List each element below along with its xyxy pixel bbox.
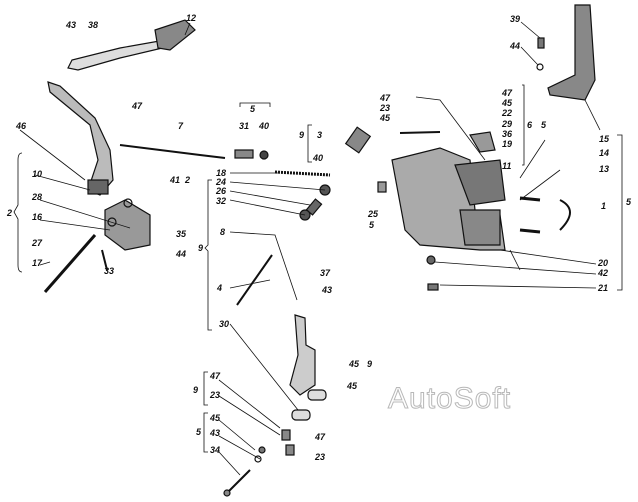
callout: 9	[198, 243, 204, 253]
callout: 21	[598, 283, 609, 293]
callout: 35	[176, 229, 187, 239]
callout: 8	[220, 227, 226, 237]
callout: 27	[32, 238, 43, 248]
callout: 47	[380, 93, 391, 103]
callout: 36	[502, 129, 513, 139]
callout: 25	[368, 209, 379, 219]
callout: 18	[216, 168, 227, 178]
callout: 45	[349, 359, 360, 369]
callout: 43	[322, 285, 333, 295]
callout: 30	[219, 319, 230, 329]
callout: 47	[315, 432, 326, 442]
pump-body	[391, 147, 506, 251]
callout: 5	[250, 104, 256, 114]
callout: 9	[193, 385, 199, 395]
callout: 5	[541, 120, 547, 130]
callout: 23	[380, 103, 391, 113]
callout: 29	[502, 119, 513, 129]
callout: 4	[217, 283, 223, 293]
callout: 42	[598, 268, 609, 278]
watermark: AutoSoft	[387, 382, 512, 416]
callout: 37	[320, 268, 331, 278]
callout: 14	[599, 148, 610, 158]
callout: 23	[315, 452, 326, 462]
callout: 5	[196, 427, 202, 437]
callout: 23	[210, 390, 221, 400]
callout: 12	[186, 13, 197, 23]
mount-bracket	[547, 4, 596, 101]
lever	[289, 314, 327, 421]
callout: 16	[32, 212, 43, 222]
pedal	[47, 19, 196, 196]
group-braces	[13, 84, 623, 453]
callout: 26	[216, 186, 227, 196]
callout: 43	[210, 428, 221, 438]
callout: 40	[313, 153, 324, 163]
callout: 10	[32, 169, 43, 179]
callout: 11	[502, 161, 512, 171]
callout: 47	[132, 101, 143, 111]
callout: 13	[599, 164, 610, 174]
callout: 2	[185, 175, 191, 185]
shaft	[43, 234, 97, 293]
callout: 46	[16, 121, 27, 131]
callout: 20	[598, 258, 609, 268]
callout: 6	[527, 120, 533, 130]
callout: 47	[210, 371, 221, 381]
callout: 39	[510, 14, 521, 24]
rod	[119, 144, 226, 159]
callout: 40	[259, 121, 270, 131]
callout: 22	[502, 108, 513, 118]
callout: 9	[367, 359, 373, 369]
callout: 2	[7, 208, 13, 218]
callout: 19	[502, 139, 513, 149]
callout: 45	[380, 113, 391, 123]
callout: 5	[369, 220, 375, 230]
callout: 45	[210, 413, 221, 423]
callout: 15	[599, 134, 610, 144]
callout: 43	[66, 20, 77, 30]
callout: 7	[178, 121, 184, 131]
callout: 31	[239, 121, 250, 131]
callout: 33	[104, 266, 115, 276]
callout: 3	[317, 130, 323, 140]
callout: 5	[626, 197, 632, 207]
bracket	[104, 198, 151, 251]
callout: 1	[601, 201, 607, 211]
callout: 47	[502, 88, 513, 98]
callout: 44	[176, 249, 187, 259]
callout: 32	[216, 196, 227, 206]
callout: 24	[216, 177, 227, 187]
callout: 9	[299, 130, 305, 140]
callout: 17	[32, 258, 43, 268]
callout: 41	[170, 175, 181, 185]
callout: 45	[502, 98, 513, 108]
leader-lines	[19, 21, 601, 476]
callout: 28	[32, 192, 43, 202]
callout: 45	[347, 381, 358, 391]
callout: 44	[510, 41, 521, 51]
callout: 38	[88, 20, 99, 30]
callout: 34	[210, 445, 221, 455]
